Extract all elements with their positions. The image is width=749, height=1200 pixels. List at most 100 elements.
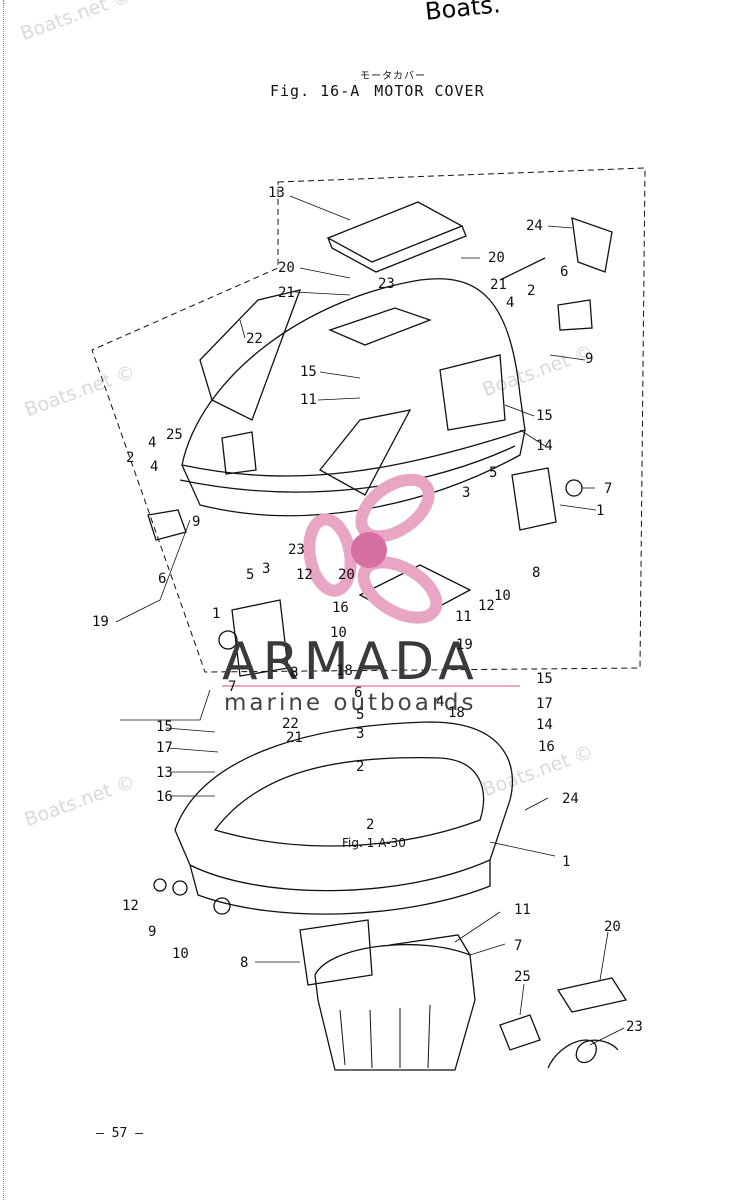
part-label: 4 <box>150 459 159 475</box>
part-label: 19 <box>456 637 473 653</box>
cover-7 <box>389 934 471 956</box>
part-label: 1 <box>562 854 571 870</box>
part-label: 15 <box>300 364 317 380</box>
part-label: 10 <box>494 588 511 604</box>
spring-23 <box>547 1039 619 1069</box>
grommet-left <box>218 630 238 650</box>
part-label: 22 <box>246 331 263 347</box>
part-label: 11 <box>300 392 317 408</box>
part-label: 4 <box>436 694 445 710</box>
part-label: 25 <box>166 427 183 443</box>
part-label: 2 <box>527 283 536 299</box>
part-label: 16 <box>332 600 349 616</box>
part-label: 24 <box>562 791 579 807</box>
bottom-cowling-inner <box>213 757 485 847</box>
part-label: 16 <box>156 789 173 805</box>
japanese-caption: モータカバー <box>360 71 426 82</box>
part-label: 12 <box>122 898 139 914</box>
bottom-cowling-rim <box>189 860 491 915</box>
lever-right <box>557 299 593 331</box>
grommet-10 <box>213 897 231 915</box>
armada-watermark-sub: marine outboards <box>224 690 477 716</box>
part-label: 20 <box>604 919 621 935</box>
part-label: 7 <box>604 481 613 497</box>
part-label: 9 <box>148 924 157 940</box>
lever-left <box>147 509 187 541</box>
part-label: 17 <box>156 740 173 756</box>
part-label: 24 <box>526 218 543 234</box>
part-label: 19 <box>92 614 109 630</box>
part-label: 25 <box>514 969 531 985</box>
part-label: 2 <box>356 759 365 775</box>
bracket-8 <box>299 919 373 986</box>
part-label: 10 <box>330 625 347 641</box>
part-label: 14 <box>536 717 553 733</box>
part-label: 21 <box>286 730 303 746</box>
part-label: 9 <box>192 514 201 530</box>
lever-wire <box>499 257 546 281</box>
part-label: 1 <box>212 606 221 622</box>
part-label: 10 <box>172 946 189 962</box>
part-label: 20 <box>278 260 295 276</box>
part-label: 17 <box>536 696 553 712</box>
cowling-seam <box>179 445 516 493</box>
page-number: — 57 — <box>96 1126 143 1141</box>
figure-number: Fig. 16-A <box>270 82 361 100</box>
part-label: 3 <box>462 485 471 501</box>
part-label: 18 <box>336 663 353 679</box>
part-label: 4 <box>148 435 157 451</box>
grommet-7 <box>565 479 583 497</box>
part-label: 8 <box>290 665 299 681</box>
part-label: 23 <box>626 1019 643 1035</box>
part-label: 12 <box>478 598 495 614</box>
part-label: 22 <box>282 716 299 732</box>
part-label: 20 <box>338 567 355 583</box>
cross-reference: Fig. 1-A-30 <box>342 836 406 850</box>
part-label: 5 <box>356 707 365 723</box>
grommet-9 <box>172 880 188 896</box>
figure-title: Fig. 16-A MOTOR COVER <box>270 82 499 100</box>
grommet-12 <box>153 878 167 892</box>
part-label: 5 <box>246 567 255 583</box>
part-label: 5 <box>489 465 498 481</box>
part-label: 16 <box>538 739 555 755</box>
side-stripe <box>199 289 302 421</box>
part-label: 3 <box>262 561 271 577</box>
part-label: 21 <box>278 285 295 301</box>
emblem-panel <box>439 354 506 431</box>
vent-panel <box>328 307 432 346</box>
top-cowling <box>181 278 526 477</box>
latch-25 <box>221 431 257 475</box>
armada-watermark: ARMADA <box>222 632 479 692</box>
part-label: 12 <box>296 567 313 583</box>
part-label: 4 <box>506 295 515 311</box>
part-label: 1 <box>596 503 605 519</box>
part-label: 15 <box>156 719 173 735</box>
part-label: 9 <box>585 351 594 367</box>
hinge-bracket-left <box>231 599 289 677</box>
part-label: 2 <box>126 450 135 466</box>
armada-logo-propeller <box>303 473 443 624</box>
part-label: 8 <box>532 565 541 581</box>
hinge-bracket-right <box>511 467 557 531</box>
decal-24 <box>571 217 613 273</box>
part-label: 20 <box>488 250 505 266</box>
front-stripe <box>319 409 412 496</box>
part-label: 7 <box>228 679 237 695</box>
part-label: 6 <box>560 264 569 280</box>
case-ribs <box>339 1004 431 1069</box>
part-label: 6 <box>354 685 363 701</box>
part-label: 13 <box>268 185 285 201</box>
part-label: 15 <box>536 408 553 424</box>
part-label: 21 <box>490 277 507 293</box>
part-label: 14 <box>536 438 553 454</box>
part-label: 7 <box>514 938 523 954</box>
part-label: 11 <box>455 609 472 625</box>
pin-25 <box>499 1014 541 1051</box>
scan-edge-divider <box>3 0 4 1200</box>
bottom-cowling <box>174 721 514 892</box>
figure-title-text: MOTOR COVER <box>374 82 485 100</box>
cover-lid <box>326 201 464 263</box>
